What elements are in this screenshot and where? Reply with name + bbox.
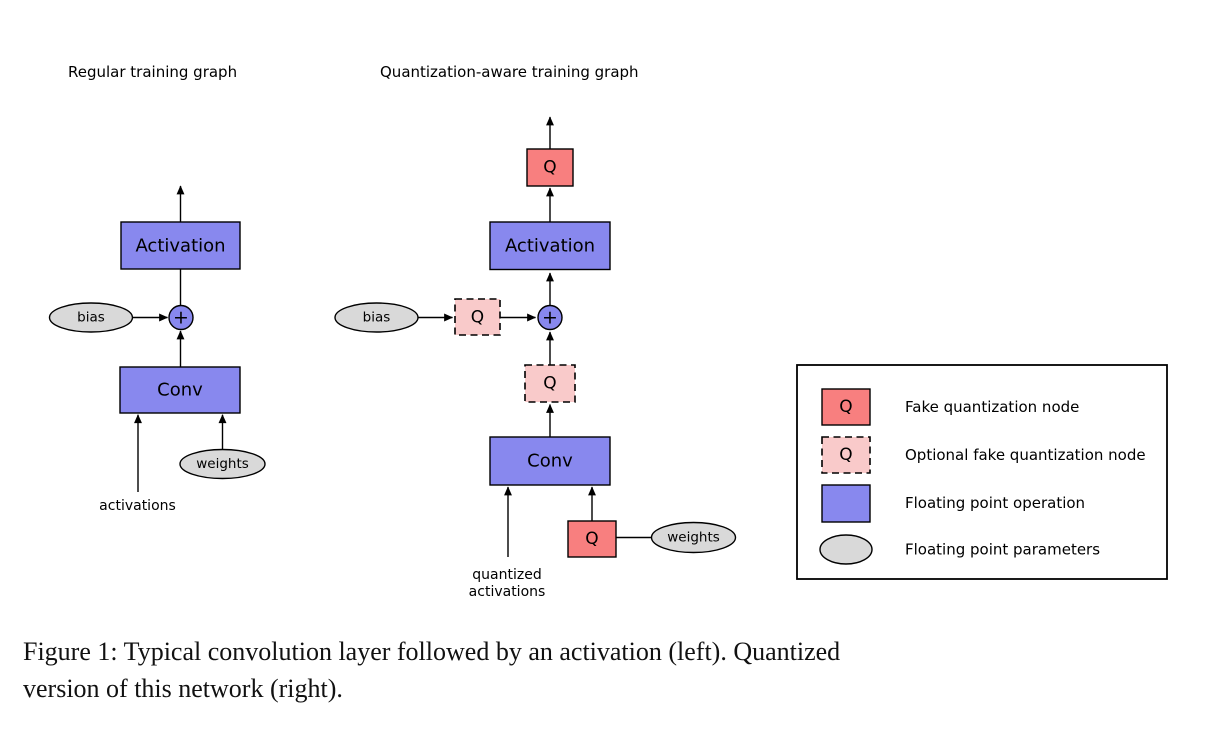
right-quantized-activations-label-line1: quantized xyxy=(472,567,541,583)
left-bias-label: bias xyxy=(77,310,105,326)
right-add-node xyxy=(537,304,563,331)
right-graph-title: Quantization-aware training graph xyxy=(380,63,639,81)
legend-fake-quant-label: Fake quantization node xyxy=(905,398,1079,416)
regular-training-graph: Regular training graph Activation bias +… xyxy=(48,63,266,514)
left-activation-node xyxy=(120,221,241,270)
right-conv-optional-quant-node xyxy=(524,364,576,403)
legend-float-param-label: Floating point parameters xyxy=(905,541,1100,559)
diagram-canvas: Regular training graph Activation bias +… xyxy=(48,63,1168,600)
right-conv-node xyxy=(489,436,611,486)
caption-line1: Figure 1: Typical convolution layer foll… xyxy=(23,637,841,666)
left-graph-title: Regular training graph xyxy=(68,63,237,81)
right-activation-label: Activation xyxy=(505,236,595,257)
right-weights-label: weights xyxy=(667,530,720,546)
legend-float-op-swatch xyxy=(821,484,871,523)
right-conv-optional-quant-label: Q xyxy=(543,374,556,394)
left-add-node xyxy=(168,304,194,331)
left-activation-label: Activation xyxy=(135,236,225,257)
left-add-label: + xyxy=(173,307,189,329)
legend-float-op-label: Floating point operation xyxy=(905,494,1085,512)
legend-float-param-swatch xyxy=(819,534,873,565)
legend: Q Fake quantization node Q Optional fake… xyxy=(796,364,1168,580)
right-quantized-activations-label-line2: activations xyxy=(469,584,546,600)
figure-caption: Figure 1: Typical convolution layer foll… xyxy=(23,633,1203,707)
right-output-quant-label: Q xyxy=(543,158,556,178)
right-weights-quant-label: Q xyxy=(585,529,598,549)
legend-fake-quant-q: Q xyxy=(839,397,852,417)
left-weights-label: weights xyxy=(196,456,249,472)
legend-optional-quant-label: Optional fake quantization node xyxy=(905,446,1146,464)
right-add-label: + xyxy=(542,307,558,329)
legend-optional-quant-q: Q xyxy=(839,445,852,465)
right-weights-quant-node xyxy=(567,520,617,558)
left-activations-label: activations xyxy=(99,498,176,514)
right-activation-node xyxy=(489,221,611,271)
right-conv-label: Conv xyxy=(527,451,573,472)
right-bias-label: bias xyxy=(363,310,391,326)
left-conv-node xyxy=(119,366,241,414)
right-output-quant-node xyxy=(526,148,574,187)
right-weights-ellipse xyxy=(650,521,737,554)
legend-optional-quant-swatch xyxy=(821,436,871,474)
left-conv-label: Conv xyxy=(157,380,203,401)
quantization-aware-training-graph: Quantization-aware training graph Q Acti… xyxy=(334,63,737,600)
caption-line2: version of this network (right). xyxy=(23,674,343,703)
legend-fake-quant-swatch xyxy=(821,388,871,426)
right-bias-optional-quant-label: Q xyxy=(471,308,484,328)
